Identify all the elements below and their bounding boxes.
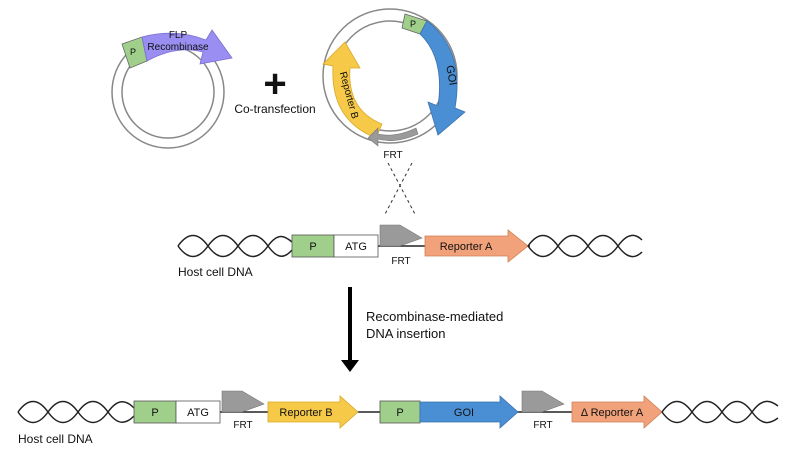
- process-label-line1: Recombinase-mediated: [366, 309, 503, 324]
- process-label-line2: DNA insertion: [366, 326, 445, 341]
- after-frt-1-arrow: [221, 390, 265, 413]
- flp-promoter-label: P: [130, 47, 136, 57]
- frt-label-plasmid: FRT: [383, 150, 402, 161]
- helix-left-after-2: [17, 400, 135, 424]
- plus-sign: +: [263, 62, 286, 106]
- after-goi-label: GOI: [454, 407, 474, 419]
- after-frt-2-arrow: [521, 390, 565, 413]
- after-promoter-2-label: P: [396, 407, 403, 419]
- host-dna-after: P ATG FRT Reporter B P GOI FRT Δ Reporte…: [17, 390, 779, 446]
- goi-promoter-label: P: [410, 19, 416, 29]
- after-promoter-1-label: P: [151, 407, 158, 419]
- goi-arrow: [419, 20, 466, 136]
- after-delta-reporter-a-arrow: [571, 395, 663, 429]
- after-frt-2-label: FRT: [533, 420, 552, 431]
- after-atg-label: ATG: [187, 407, 209, 419]
- host-reporter-a-arrow: [424, 229, 529, 263]
- after-reporter-b-label: Reporter B: [279, 407, 332, 419]
- process-arrow: [341, 287, 359, 372]
- after-reporter-b-arrow: [267, 395, 359, 429]
- goi-label: GOI: [443, 65, 458, 87]
- host-promoter-label: P: [309, 241, 316, 253]
- after-frt-1-label: FRT: [233, 420, 252, 431]
- flp-label-line2: Recombinase: [147, 42, 209, 53]
- reporter-b-arrow: [322, 41, 383, 139]
- flp-plasmid: P FLP Recombinase: [111, 29, 233, 149]
- flp-recombinase-arrow: [141, 29, 233, 65]
- cotransfection-label: Co-transfection: [234, 102, 315, 116]
- helix-right-after: [661, 400, 779, 424]
- host-atg: [333, 234, 379, 258]
- after-goi-arrow: [419, 395, 519, 429]
- helix-right-after-2: [661, 400, 779, 424]
- host-frt-arrow: [379, 224, 423, 247]
- host-caption-after: Host cell DNA: [18, 432, 93, 446]
- flp-label-line1: FLP: [169, 30, 188, 41]
- frt-arrow-plasmid: [367, 127, 419, 147]
- helix-right-before-2: [527, 234, 643, 258]
- host-caption-before: Host cell DNA: [178, 265, 253, 279]
- host-atg-label: ATG: [345, 241, 367, 253]
- after-delta-reporter-a-label: Δ Reporter A: [581, 407, 644, 419]
- host-frt-label: FRT: [391, 256, 410, 267]
- host-dna-before: P ATG FRT Reporter A Host cell DNA: [177, 224, 643, 279]
- goi-plasmid: P GOI Reporter B FRT: [322, 8, 466, 161]
- helix-left-before-2: [177, 234, 293, 258]
- host-reporter-a-label: Reporter A: [440, 241, 493, 253]
- helix-left-after: [17, 400, 135, 424]
- recombination-crossover: [383, 162, 417, 217]
- after-atg: [175, 400, 221, 424]
